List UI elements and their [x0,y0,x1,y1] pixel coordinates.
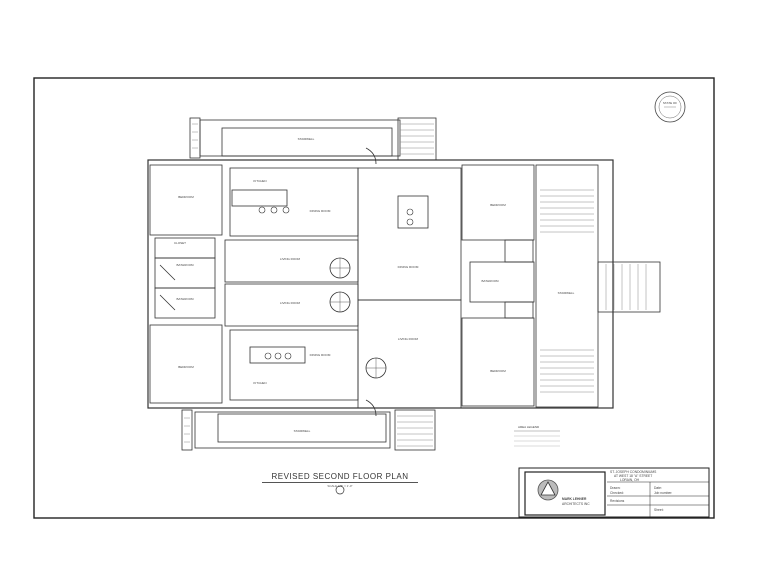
label-dining-upper: DINING ROOM [310,209,331,213]
label-dining-center: DINING ROOM [398,265,419,269]
firm-name: MARK LEHNER [562,497,587,501]
plan-title: REVISED SECOND FLOOR PLAN [271,472,409,481]
floor-plan [147,117,661,451]
area-legend: AREA LEGEND [514,425,560,447]
area-legend-title: AREA LEGEND [518,425,540,429]
label-stairwell-right: STAIRWELL [558,291,575,295]
firm-logo-icon [537,479,559,501]
project-line-2: AT WEST 18 "A" STREET [614,474,653,478]
project-line-1: ST. JOSEPH CONDOMINIUMS [610,470,657,474]
title-block [518,467,710,518]
label-bathroom-right: BATHROOM [481,279,499,283]
plan-title-underline [262,482,418,483]
label-dining-lower: DINING ROOM [310,353,331,357]
label-living-center: LIVING ROOM [398,337,419,341]
label-bedroom-upper-right: BEDROOM [490,203,506,207]
label-bathroom-left-1: BATHROOM [176,263,194,267]
room-labels: BEDROOM BEDROOM KITCHEN DINING ROOM LIVI… [174,101,677,433]
label-bedroom-upper-left: BEDROOM [178,195,194,199]
field-job-number: Job number: [654,491,673,495]
label-stamp: STATE OF [663,101,677,105]
label-kitchen-upper: KITCHEN [253,179,266,183]
firm-subtitle: ARCHITECTS INC [562,502,590,506]
label-bedroom-lower-right: BEDROOM [490,369,506,373]
project-line-3: LORAIN, OH [620,478,640,482]
field-sheet: Sheet: [654,508,664,512]
label-stairwell-bottom: STAIRWELL [294,429,311,433]
label-living-lower: LIVING ROOM [280,301,301,305]
label-bathroom-left-2: BATHROOM [176,297,194,301]
field-checked: Checked: [610,491,624,495]
label-living-upper: LIVING ROOM [280,257,301,261]
sheet-border [33,77,715,519]
architect-stamp [654,91,686,123]
label-stairwell-top: STAIRWELL [298,137,315,141]
plan-key-marker [335,485,345,495]
field-revisions: Revisions [610,499,625,503]
plan-scale: SCALE 1/8" = 1'-0" [327,484,353,488]
label-bedroom-lower-left: BEDROOM [178,365,194,369]
field-drawn: Drawn: [610,486,621,490]
field-date: Date: [654,486,662,490]
label-kitchen-lower: KITCHEN [253,381,266,385]
label-closet-left: CLOSET [174,241,186,245]
